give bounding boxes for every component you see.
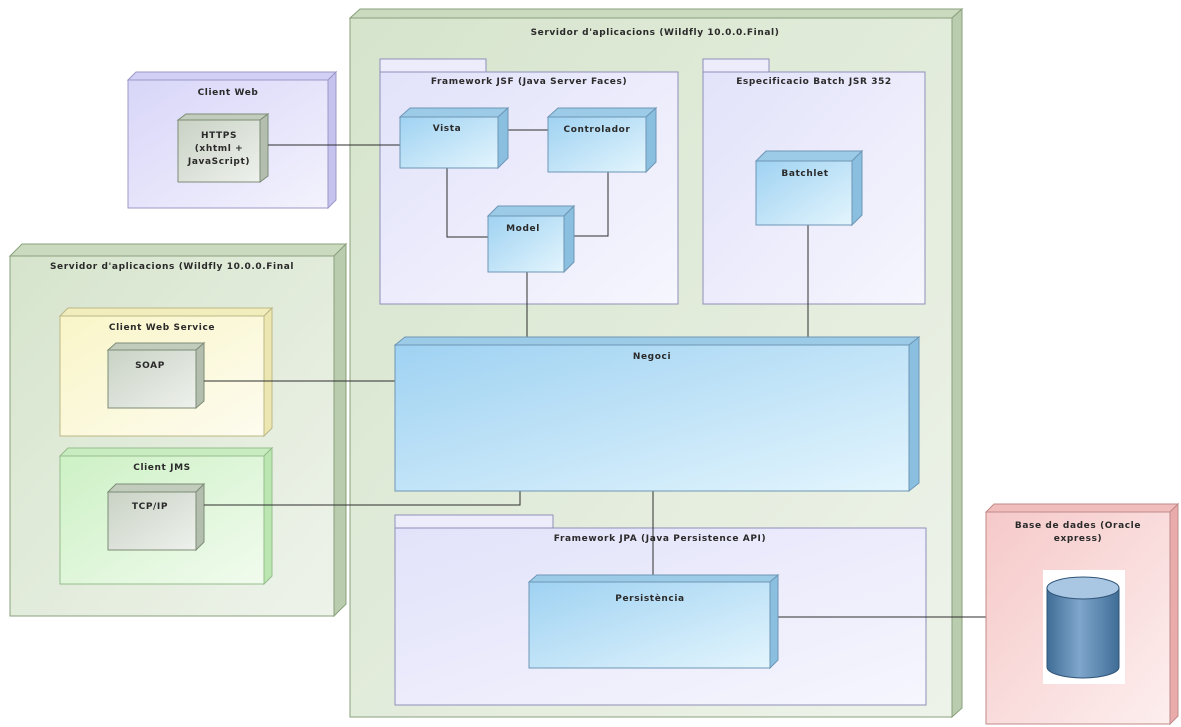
vista-label: Vista xyxy=(433,124,462,134)
connector-tcpip-negoci xyxy=(204,491,521,506)
jpa-framework-label: Framework JPA (Java Persistence API) xyxy=(554,534,766,544)
database-cylinder-icon xyxy=(1043,570,1125,684)
https-component: HTTPS (xhtml + JavaScript) xyxy=(176,113,270,183)
negoci-label: Negoci xyxy=(633,352,671,362)
https-label-line1: HTTPS xyxy=(201,131,237,141)
database-label-line1: Base de dades (Oracle xyxy=(1015,521,1141,531)
connector-controlador-model xyxy=(574,172,609,237)
main-server-label: Servidor d'aplicacions (Wildfly 10.0.0.F… xyxy=(531,28,780,38)
web-client-node: Client Web xyxy=(126,70,338,210)
batchlet-label: Batchlet xyxy=(781,169,828,179)
jms-client-label: Client JMS xyxy=(133,463,191,473)
connectors xyxy=(204,129,986,618)
batch-spec-label: Especificacio Batch JSR 352 xyxy=(736,77,892,87)
secondary-server-label: Servidor d'aplicacions (Wildfly 10.0.0.F… xyxy=(50,262,294,272)
ws-client-label: Client Web Service xyxy=(109,323,215,333)
soap-label: SOAP xyxy=(135,361,165,371)
vista-component: Vista xyxy=(398,106,510,170)
model-label: Model xyxy=(506,224,540,234)
tcpip-label: TCP/IP xyxy=(132,502,168,512)
connector-vista-model xyxy=(446,168,488,238)
persistencia-component: Persistència xyxy=(527,573,780,670)
tcpip-component: TCP/IP xyxy=(106,482,206,552)
batchlet-component: Batchlet xyxy=(754,149,864,227)
controlador-label: Controlador xyxy=(564,125,631,135)
database-label-line2: express) xyxy=(1054,534,1103,544)
https-label-line3: JavaScript) xyxy=(187,157,250,167)
persistencia-label: Persistència xyxy=(615,593,684,604)
negoci-component: Negoci xyxy=(393,335,921,493)
soap-component: SOAP xyxy=(106,341,206,410)
model-component: Model xyxy=(486,204,576,274)
jsf-framework-label: Framework JSF (Java Server Faces) xyxy=(431,77,627,87)
controlador-component: Controlador xyxy=(546,106,658,174)
https-label-line2: (xhtml + xyxy=(195,144,244,154)
web-client-label: Client Web xyxy=(198,88,259,98)
